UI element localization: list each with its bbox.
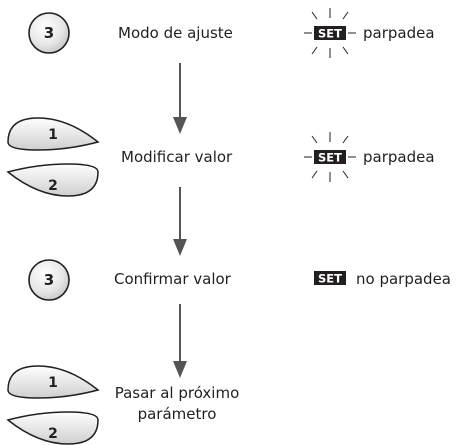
svg-text:1: 1 [48, 127, 58, 143]
button-1-icon: 1 [7, 365, 100, 399]
button-3-icon: 3 [28, 12, 70, 54]
set-indicator-steady-icon: SET [314, 271, 346, 286]
button-2-icon: 2 [6, 163, 99, 197]
flow-arrow [173, 304, 187, 378]
set-indicator-blinking-icon: SET [304, 132, 356, 182]
flow-arrow [173, 187, 187, 256]
svg-text:3: 3 [44, 24, 54, 42]
step-status-label: parpadea [363, 24, 435, 42]
svg-text:1: 1 [48, 375, 58, 391]
button-3-icon: 3 [28, 259, 70, 301]
step-action-label: Modificar valor [121, 148, 233, 166]
svg-text:SET: SET [318, 151, 342, 165]
step-status-label: parpadea [363, 148, 435, 166]
svg-text:2: 2 [48, 178, 58, 194]
step-status-label: no parpadea [356, 270, 451, 288]
step-action-label-continued: parámetro [137, 405, 217, 423]
button-2-icon: 2 [6, 411, 99, 445]
svg-text:3: 3 [44, 271, 54, 289]
svg-text:SET: SET [318, 272, 342, 286]
svg-text:2: 2 [48, 426, 58, 442]
step-action-label: Modo de ajuste [118, 24, 233, 42]
set-indicator-blinking-icon: SET [304, 8, 356, 58]
svg-text:SET: SET [318, 27, 342, 41]
button-1-icon: 1 [7, 117, 100, 151]
flow-arrow [173, 63, 187, 134]
step-action-label: Pasar al próximo [114, 384, 240, 402]
step-action-label: Confirmar valor [114, 270, 231, 288]
